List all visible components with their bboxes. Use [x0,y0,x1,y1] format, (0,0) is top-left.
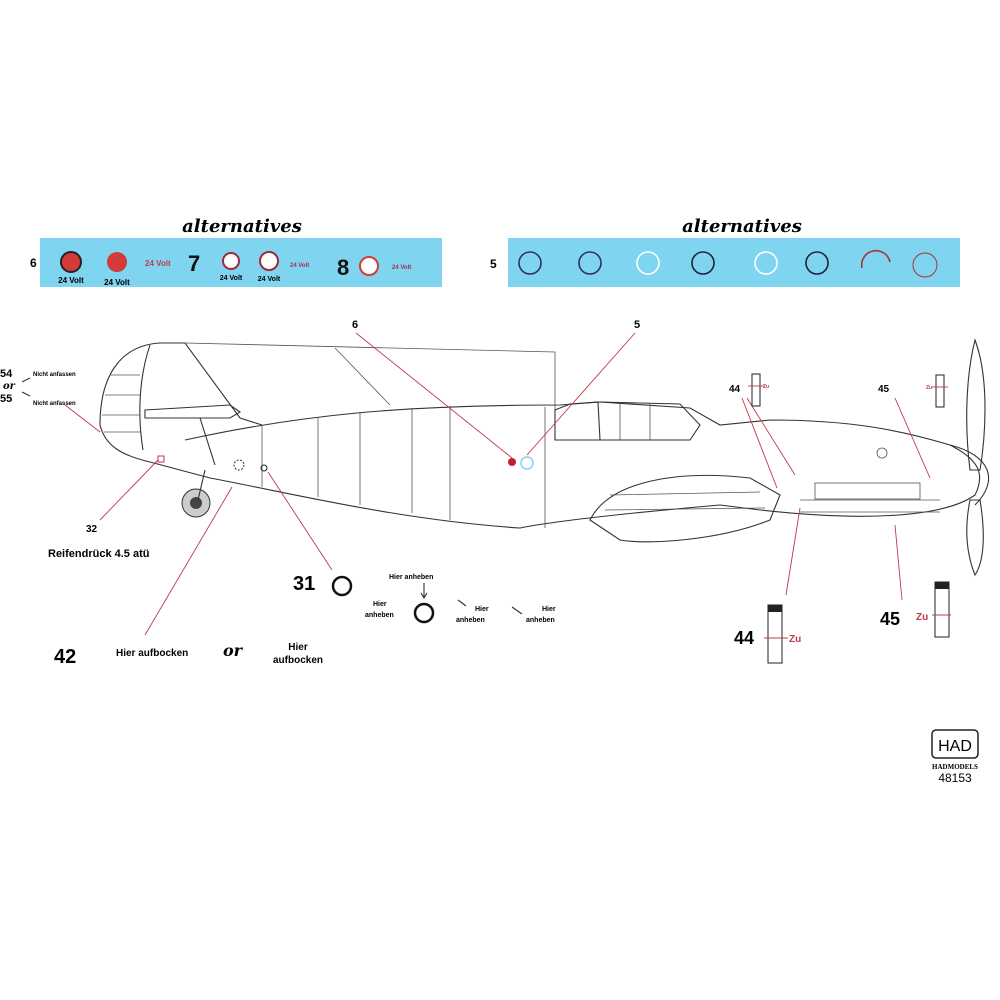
aufbocken-label: Hier aufbocken [116,648,188,659]
strip-heading: alternatives [682,216,802,237]
volt-label: 24 Volt [104,278,130,287]
decal-number: 6 [30,256,37,270]
decal-strip-right: alternatives 5 [490,216,960,287]
zu-label: Zu [916,612,928,623]
hier-anheben-label: Hier anheben [389,574,433,581]
zu-label: Zu [763,384,769,390]
decal-number: 7 [188,251,200,276]
volt-label: 24 Volt [220,275,243,282]
hier-label: Hier [288,642,308,653]
callout-32: 32 [86,524,98,535]
volt-label: 24 Volt [258,276,281,283]
zu-label: Zu [789,634,801,645]
hier-label: Hier [542,606,556,613]
tyre-pressure-label: Reifendrück 4.5 atü [48,548,149,560]
kit-number: 48153 [938,771,972,785]
decal-strip-left: alternatives 6 24 Volt 24 Volt 24 Volt 7… [30,216,442,287]
callout-45-large: 45 [880,609,900,629]
decal-number: 5 [490,257,497,271]
volt-label: 24 Volt [290,263,309,269]
callout-42: 42 [54,646,76,668]
callout-6: 6 [352,319,358,331]
strip-heading: alternatives [182,216,302,237]
volt-label: 24 Volt [58,276,84,285]
callout-54: 54 [0,368,13,380]
aufbocken-label: aufbocken [273,655,323,666]
decal-number: 8 [337,255,349,280]
logo-mark: HAD [938,738,972,755]
brand-name: HADMODELS [932,763,978,771]
callout-55: 55 [0,393,12,405]
hier-label: Hier [475,606,489,613]
anheben-label: anheben [456,617,485,624]
callout-44: 44 [729,384,741,395]
or-label: or [3,381,16,392]
zu-label: Zu [926,385,932,391]
anheben-label: anheben [526,617,555,624]
volt-label: 24 Volt [145,259,171,268]
callout-44-large: 44 [734,628,754,648]
aircraft-side-view [99,338,990,577]
hadmodels-logo: HAD HADMODELS 48153 [931,729,979,785]
leader-lines [64,332,931,636]
callout-45: 45 [878,384,890,395]
or-label: or [223,641,244,660]
callout-5: 5 [634,319,640,331]
callout-31: 31 [293,573,315,595]
nicht-anfassen-label: Nicht anfassen [33,401,76,407]
nicht-anfassen-label: Nicht anfassen [33,372,76,378]
svg-text:24 Volt: 24 Volt [392,265,411,271]
anheben-label: anheben [365,612,394,619]
hier-label: Hier [373,601,387,608]
callouts: 6 5 54 or 55 Nicht anfassen Nicht anfass… [0,319,951,668]
